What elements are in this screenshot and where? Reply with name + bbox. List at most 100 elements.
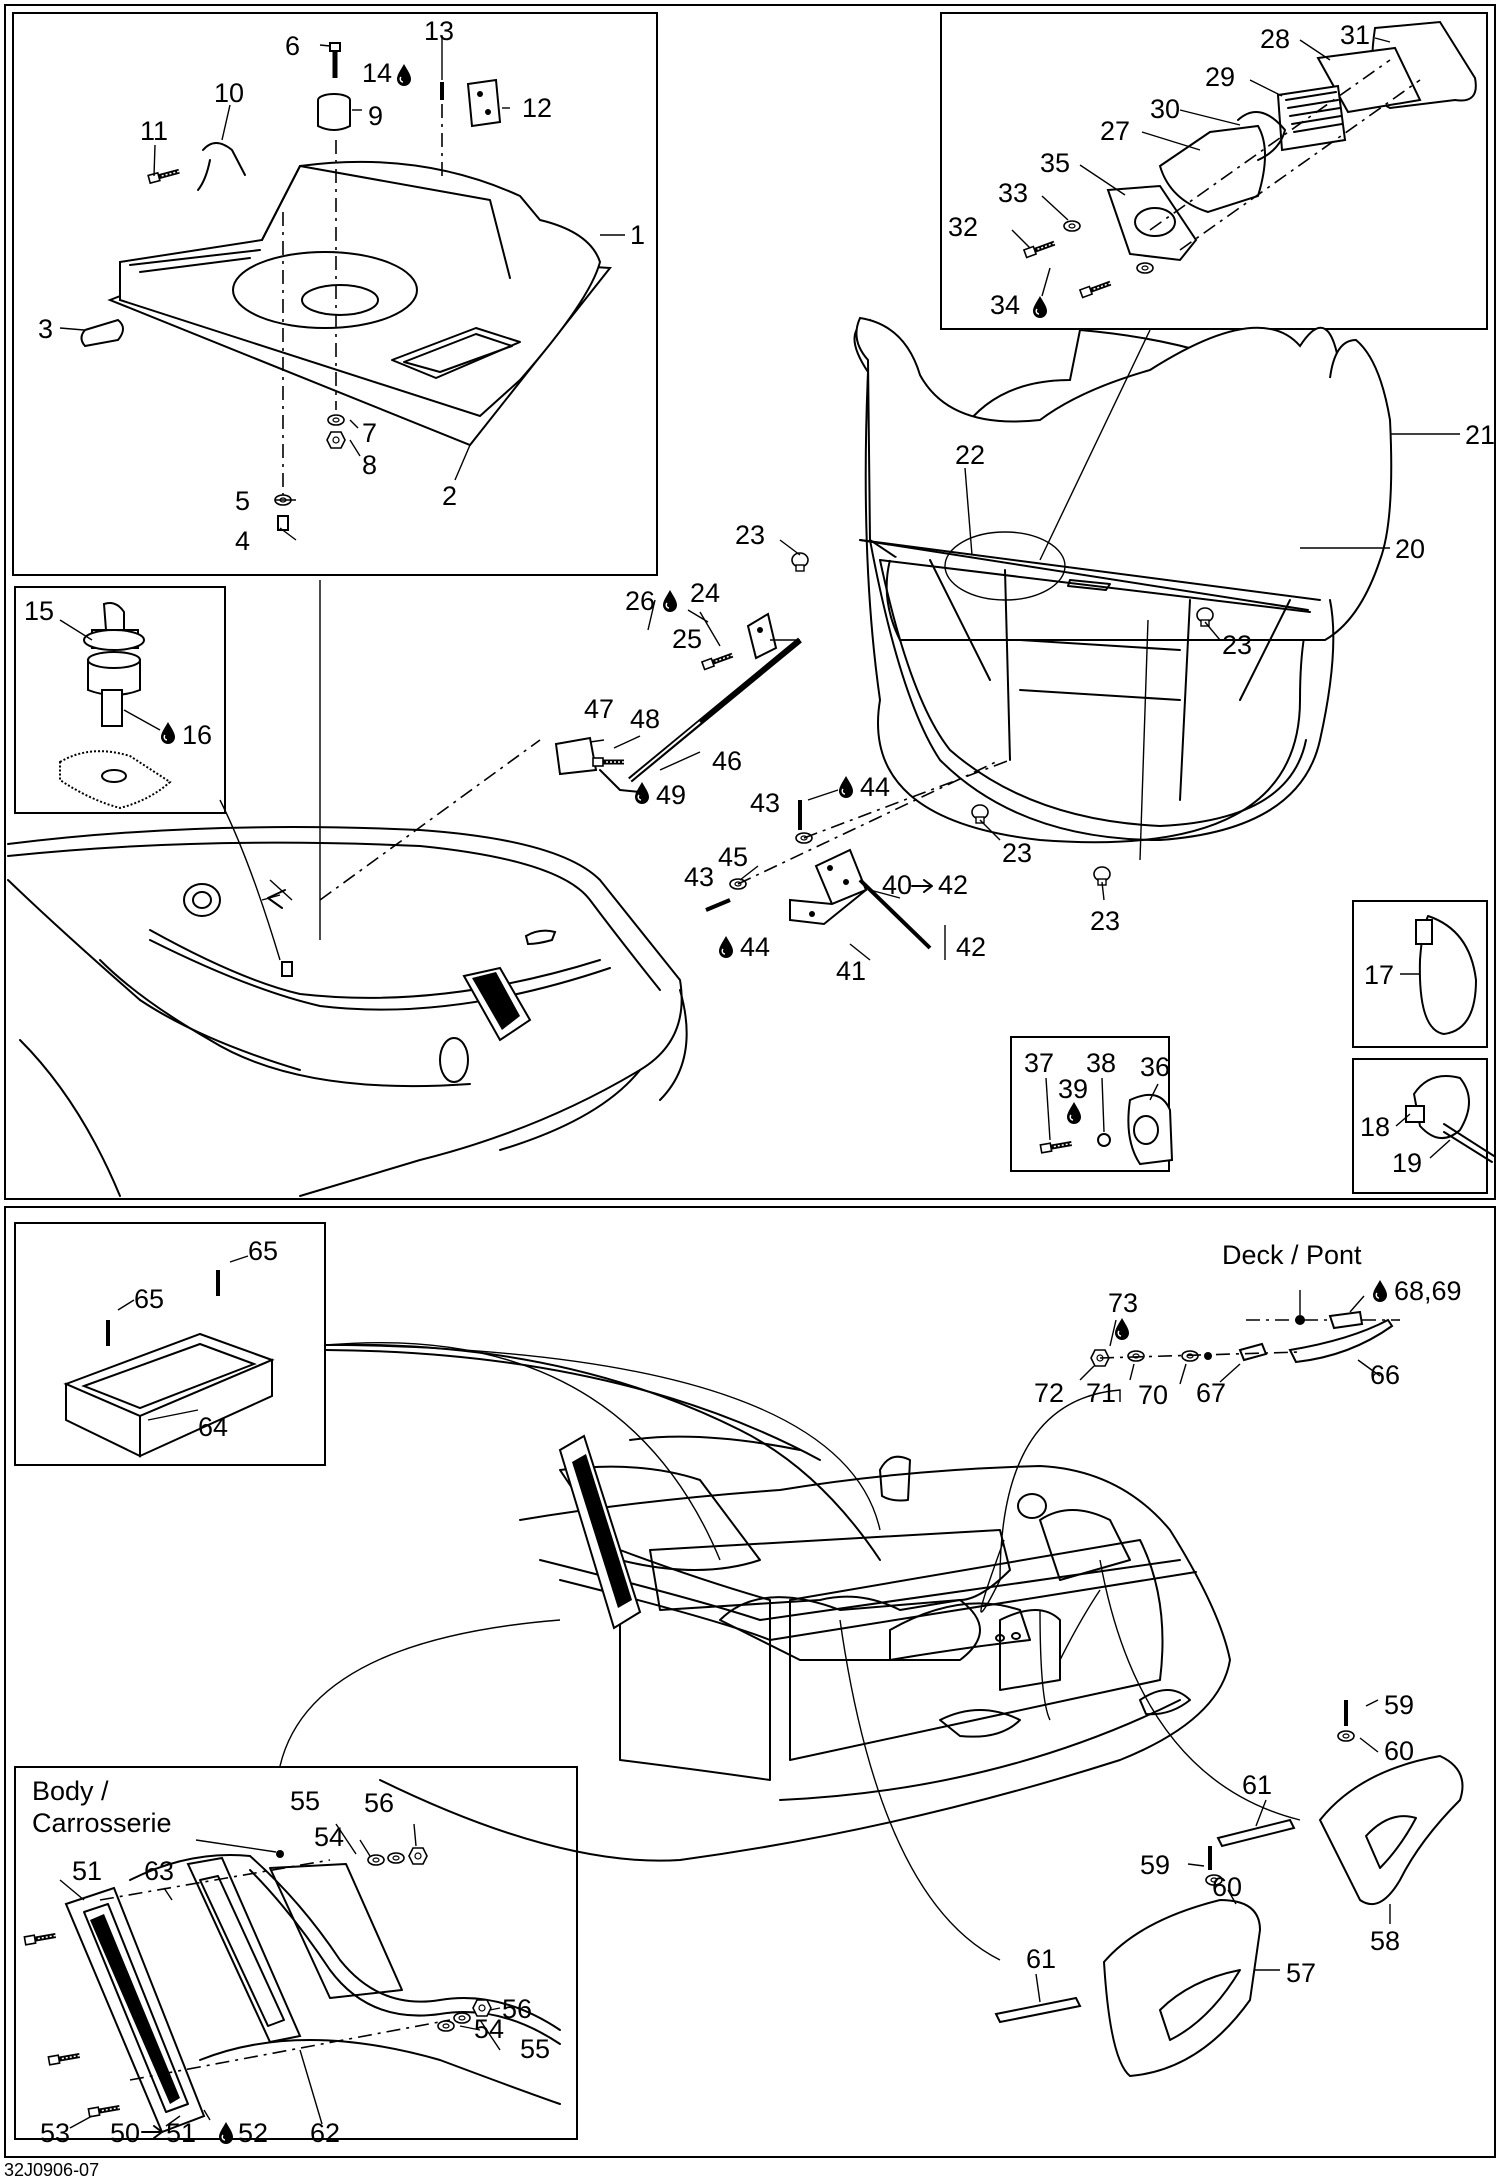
arrow-icon — [141, 2125, 163, 2139]
label-8: 8 — [362, 450, 377, 480]
label-52: 52 — [238, 2118, 268, 2148]
label-48: 48 — [630, 704, 660, 734]
label-55-a: 55 — [290, 1786, 320, 1816]
label-68-69: 68,69 — [1394, 1276, 1462, 1306]
label-29: 29 — [1205, 62, 1235, 92]
strap-drawing: 17 18 19 — [1360, 915, 1495, 1178]
label-10: 10 — [214, 78, 244, 108]
figure-code: 32J0906-07 — [4, 2160, 100, 2180]
label-19: 19 — [1392, 1148, 1422, 1178]
strut-hinge-drawing: 26 24 25 46 47 48 49 — [554, 578, 802, 810]
label-40-42: 42 — [938, 870, 968, 900]
label-36: 36 — [1140, 1052, 1170, 1082]
label-57: 57 — [1286, 1958, 1316, 1988]
label-3: 3 — [38, 314, 53, 344]
label-65-b: 65 — [134, 1284, 164, 1314]
label-7: 7 — [362, 418, 377, 448]
label-32: 32 — [948, 212, 978, 242]
label-60-a: 60 — [1384, 1736, 1414, 1766]
label-25: 25 — [672, 624, 702, 654]
label-18: 18 — [1360, 1112, 1390, 1142]
label-15: 15 — [24, 596, 54, 626]
label-34: 34 — [990, 290, 1020, 320]
label-64: 64 — [198, 1412, 228, 1442]
label-45: 45 — [718, 842, 748, 872]
label-17: 17 — [1364, 960, 1394, 990]
label-24: 24 — [690, 578, 720, 608]
label-42: 42 — [956, 932, 986, 962]
label-66: 66 — [1370, 1360, 1400, 1390]
label-2: 2 — [442, 481, 457, 511]
label-56-a: 56 — [364, 1788, 394, 1818]
label-53: 53 — [40, 2118, 70, 2148]
label-56-b: 56 — [502, 1994, 532, 2024]
label-59-b: 59 — [1140, 1850, 1170, 1880]
label-21: 21 — [1465, 420, 1495, 450]
label-38: 38 — [1086, 1048, 1116, 1078]
label-49: 49 — [656, 780, 686, 810]
deck-hardware-drawing: Deck / Pont 68,69 73 72 71 70 67 66 — [1034, 1240, 1462, 1410]
label-16: 16 — [182, 720, 212, 750]
label-41: 41 — [836, 956, 866, 986]
bezel-27 — [1158, 124, 1266, 214]
label-40: 40 — [882, 870, 912, 900]
label-1: 1 — [630, 220, 645, 250]
label-51: 51 — [72, 1856, 102, 1886]
label-50-51: 51 — [166, 2118, 196, 2148]
tray-drawing: 65 65 64 — [63, 1236, 278, 1458]
handle-10 — [197, 142, 246, 191]
rear-deck-drawing — [7, 580, 688, 1197]
latch-post-drawing: 15 16 — [24, 596, 212, 810]
arrow-icon — [911, 879, 933, 893]
vent-inset-drawing: Body / Carrosserie 55 56 54 51 63 56 54 … — [24, 1776, 561, 2148]
label-46: 46 — [712, 746, 742, 776]
label-72: 72 — [1034, 1378, 1064, 1408]
label-55-b: 55 — [520, 2034, 550, 2064]
label-23-c: 23 — [1002, 838, 1032, 868]
label-65-a: 65 — [248, 1236, 278, 1266]
label-35: 35 — [1040, 148, 1070, 178]
vents-drawing: 59 60 61 58 59 60 57 61 — [994, 1690, 1464, 2078]
label-23-b: 23 — [1222, 630, 1252, 660]
label-39: 39 — [1058, 1074, 1088, 1104]
label-50: 50 — [110, 2118, 140, 2148]
label-54-a: 54 — [314, 1822, 344, 1852]
storage-bin-drawing: 21 20 22 23 23 23 23 — [735, 316, 1495, 936]
label-22: 22 — [955, 440, 985, 470]
label-20: 20 — [1395, 534, 1425, 564]
label-70: 70 — [1138, 1380, 1168, 1410]
label-6: 6 — [285, 31, 300, 61]
label-13: 13 — [424, 16, 454, 46]
label-12: 12 — [522, 93, 552, 123]
label-23-d: 23 — [1090, 906, 1120, 936]
label-63: 63 — [144, 1856, 174, 1886]
label-9: 9 — [368, 101, 383, 131]
body-label-line2: Carrosserie — [32, 1808, 172, 1838]
label-58: 58 — [1370, 1926, 1400, 1956]
deck-pont-label: Deck / Pont — [1222, 1240, 1362, 1270]
label-43-b: 43 — [684, 862, 714, 892]
label-61-b: 61 — [1026, 1944, 1056, 1974]
label-60-b: 60 — [1212, 1872, 1242, 1902]
label-33: 33 — [998, 178, 1028, 208]
label-43-a: 43 — [750, 788, 780, 818]
label-5: 5 — [235, 486, 250, 516]
body-label-line1: Body / — [32, 1776, 109, 1806]
label-73: 73 — [1108, 1288, 1138, 1318]
label-67: 67 — [1196, 1378, 1226, 1408]
seat-base-drawing: 1 2 3 4 5 6 7 8 9 10 11 12 13 14 — [38, 16, 645, 556]
label-44-b: 44 — [740, 932, 770, 962]
label-37: 37 — [1024, 1048, 1054, 1078]
label-4: 4 — [235, 526, 250, 556]
label-26: 26 — [625, 586, 655, 616]
label-27: 27 — [1100, 116, 1130, 146]
label-44-a: 44 — [860, 772, 890, 802]
label-28: 28 — [1260, 24, 1290, 54]
label-31: 31 — [1340, 20, 1370, 50]
rear-hull-drawing — [279, 1341, 1301, 1961]
label-47: 47 — [584, 694, 614, 724]
label-11: 11 — [140, 116, 168, 146]
drop-icon — [396, 63, 412, 87]
label-71: 71 — [1086, 1378, 1116, 1408]
